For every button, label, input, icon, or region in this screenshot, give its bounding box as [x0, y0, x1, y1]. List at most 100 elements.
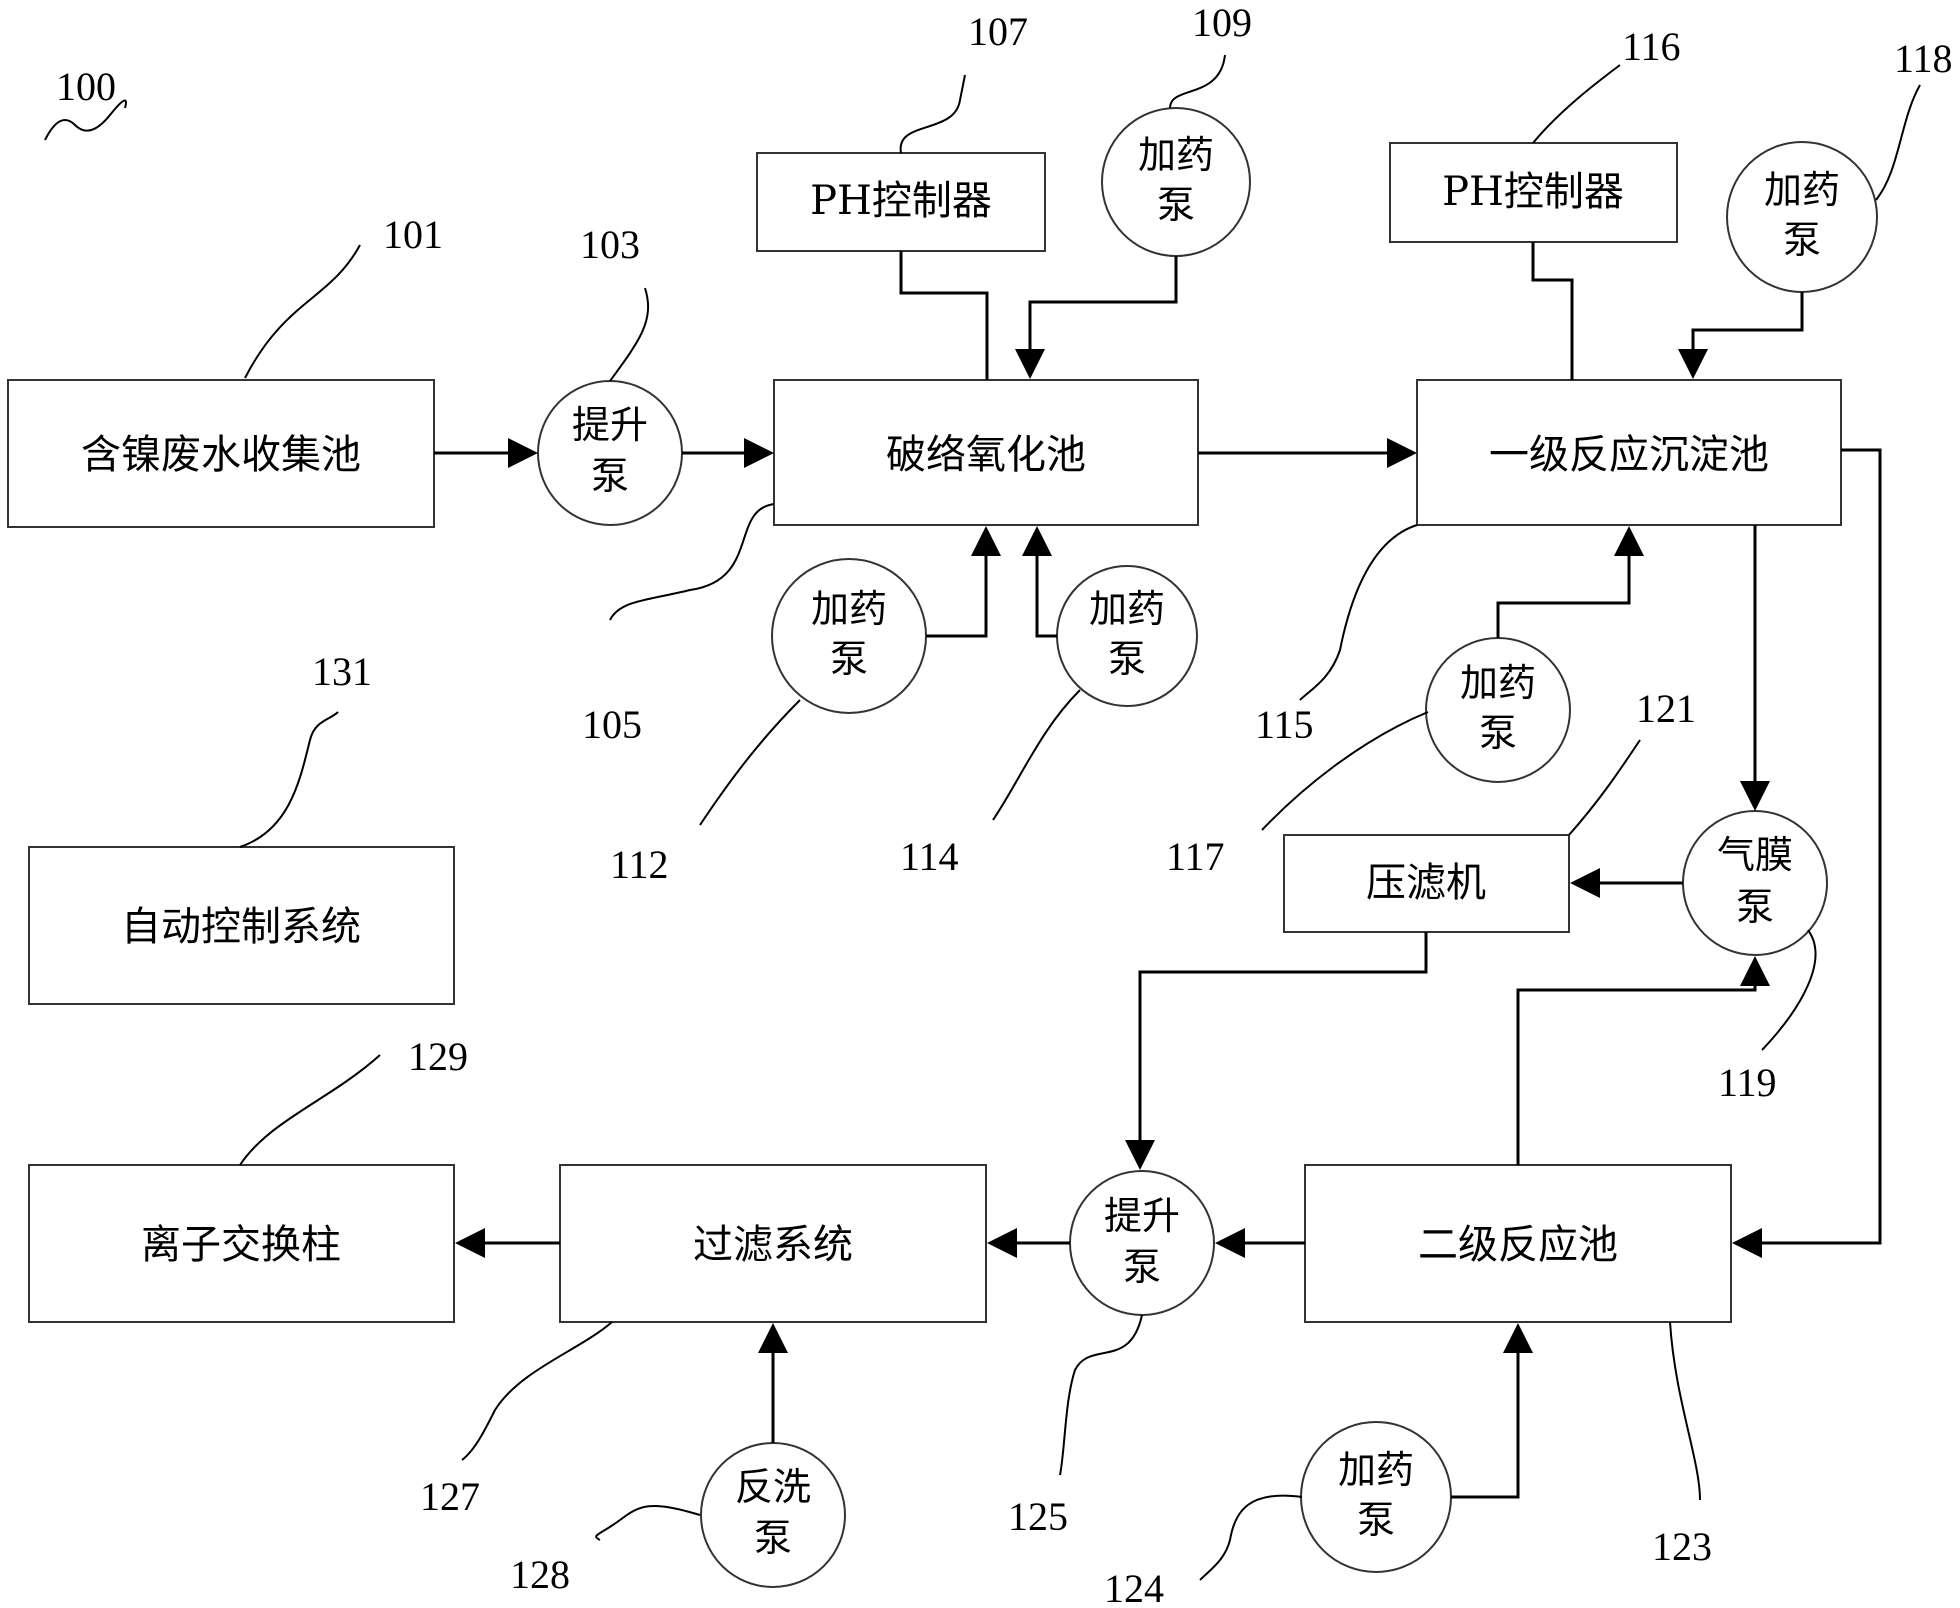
ref-123: 123	[1652, 1524, 1712, 1569]
flow-dose118-to-sed1	[1678, 292, 1804, 379]
system-reference: 100	[44, 64, 127, 141]
ref-131: 131	[312, 649, 372, 694]
ref-109: 109	[1192, 0, 1252, 45]
air-diaphragm-pump-119-line2: 泵	[1736, 885, 1774, 929]
dosing-pump-112-line2: 泵	[830, 637, 868, 681]
dosing-pump-117-line2: 泵	[1479, 711, 1517, 755]
leader-114	[992, 689, 1081, 821]
dosing-pump-117: 加药 泵	[1425, 637, 1571, 783]
leader-127	[461, 1321, 613, 1461]
backwash-pump-128-line1: 反洗	[735, 1465, 811, 1509]
leader-116	[1532, 64, 1621, 144]
leader-115	[1299, 524, 1418, 701]
ref-125: 125	[1008, 1494, 1068, 1539]
flow-lines	[434, 242, 1882, 1499]
reference-numerals: 101 103 105 107 109 112 114 115 116 117 …	[239, 0, 1953, 1608]
ref-124: 124	[1104, 1566, 1164, 1608]
lift-pump-103: 提升 泵	[537, 380, 683, 526]
ref-119: 119	[1718, 1060, 1777, 1105]
leader-112	[699, 699, 801, 826]
ref-115: 115	[1255, 702, 1314, 747]
flow-dose112-to-oxid	[926, 526, 1001, 638]
leader-121	[1568, 739, 1641, 836]
leader-125	[1059, 1314, 1143, 1476]
leader-105	[609, 503, 775, 621]
filter-press-label: 压滤机	[1366, 860, 1486, 906]
dosing-pump-118-line2: 泵	[1783, 218, 1821, 262]
ph-controller-2-label: PH控制器	[1442, 169, 1624, 215]
ion-exchange-column-label: 离子交换柱	[141, 1222, 341, 1268]
auto-control-system-label: 自动控制系统	[121, 904, 361, 950]
ref-114: 114	[900, 834, 959, 879]
backwash-pump-128: 反洗 泵	[700, 1442, 846, 1588]
air-diaphragm-pump-119: 气膜 泵	[1682, 810, 1828, 956]
leader-117	[1261, 711, 1429, 831]
ph-controller-2: PH控制器	[1389, 142, 1678, 243]
leader-124	[1199, 1494, 1303, 1581]
secondary-reaction-tank: 二级反应池	[1304, 1164, 1732, 1323]
ref-121: 121	[1636, 686, 1696, 731]
dosing-pump-109-line2: 泵	[1157, 183, 1195, 227]
dosing-pump-112: 加药 泵	[771, 558, 927, 714]
flow-dose114-to-oxid	[1022, 526, 1057, 638]
system-ref-label: 100	[56, 64, 116, 109]
dosing-pump-117-line1: 加药	[1460, 661, 1536, 705]
lift-pump-103-line2: 泵	[591, 454, 629, 498]
primary-sedimentation-tank: 一级反应沉淀池	[1416, 379, 1842, 526]
ref-129: 129	[408, 1034, 468, 1079]
ion-exchange-column: 离子交换柱	[28, 1164, 455, 1323]
auto-control-system: 自动控制系统	[28, 846, 455, 1005]
leader-101	[244, 244, 361, 379]
filter-press: 压滤机	[1283, 834, 1570, 933]
ref-128: 128	[510, 1552, 570, 1597]
filtration-system: 过滤系统	[559, 1164, 987, 1323]
dosing-pump-109: 加药 泵	[1101, 107, 1251, 257]
air-diaphragm-pump-119-line1: 气膜	[1717, 833, 1793, 877]
ref-127: 127	[420, 1474, 480, 1519]
flow-dose117-to-sed1	[1496, 526, 1644, 638]
lift-pump-125-line2: 泵	[1123, 1245, 1161, 1289]
ref-118: 118	[1894, 36, 1953, 81]
lift-pump-125: 提升 泵	[1069, 1170, 1215, 1316]
dosing-pump-112-line1: 加药	[811, 587, 887, 631]
dosing-pump-118-line1: 加药	[1764, 168, 1840, 212]
ref-117: 117	[1166, 834, 1225, 879]
collection-tank: 含镍废水收集池	[7, 379, 435, 528]
ref-107: 107	[968, 9, 1028, 54]
ph-controller-1-label: PH控制器	[810, 178, 992, 224]
dosing-pump-114-line2: 泵	[1108, 637, 1146, 681]
flow-sed1-to-react2	[1732, 448, 1882, 1258]
dosing-pump-124: 加药 泵	[1300, 1421, 1452, 1573]
dosing-pump-114-line1: 加药	[1089, 587, 1165, 631]
leader-123	[1669, 1321, 1701, 1501]
leader-119	[1761, 929, 1817, 1051]
secondary-reaction-tank-label: 二级反应池	[1418, 1222, 1618, 1268]
leader-131	[239, 711, 339, 848]
dosing-pump-124-line2: 泵	[1357, 1498, 1395, 1542]
leader-128	[595, 1504, 701, 1541]
primary-sedimentation-tank-label: 一级反应沉淀池	[1489, 432, 1769, 478]
leader-129	[239, 1054, 381, 1166]
lift-pump-125-line1: 提升	[1104, 1194, 1180, 1238]
flow-press-to-lift125	[1125, 932, 1428, 1170]
ref-112: 112	[610, 842, 669, 887]
link-ph1-to-oxid	[899, 251, 989, 380]
filtration-system-label: 过滤系统	[693, 1222, 853, 1268]
lift-pump-103-line1: 提升	[572, 403, 648, 447]
backwash-pump-128-line2: 泵	[754, 1516, 792, 1560]
dosing-pump-109-line1: 加药	[1138, 133, 1214, 177]
system-ref-wave	[44, 99, 127, 141]
ref-105: 105	[582, 702, 642, 747]
ref-103: 103	[580, 222, 640, 267]
leader-118	[1875, 84, 1921, 201]
oxidation-tank: 破络氧化池	[773, 379, 1199, 526]
oxidation-tank-label: 破络氧化池	[886, 432, 1086, 478]
leader-107	[899, 74, 966, 154]
ph-controller-1: PH控制器	[756, 152, 1046, 252]
collection-tank-label: 含镍废水收集池	[81, 432, 361, 478]
dosing-pump-118: 加药 泵	[1726, 141, 1878, 293]
flow-dose124-to-react2	[1451, 1323, 1533, 1499]
flow-dose109-to-oxid	[1015, 256, 1178, 379]
leader-109	[1169, 54, 1226, 109]
